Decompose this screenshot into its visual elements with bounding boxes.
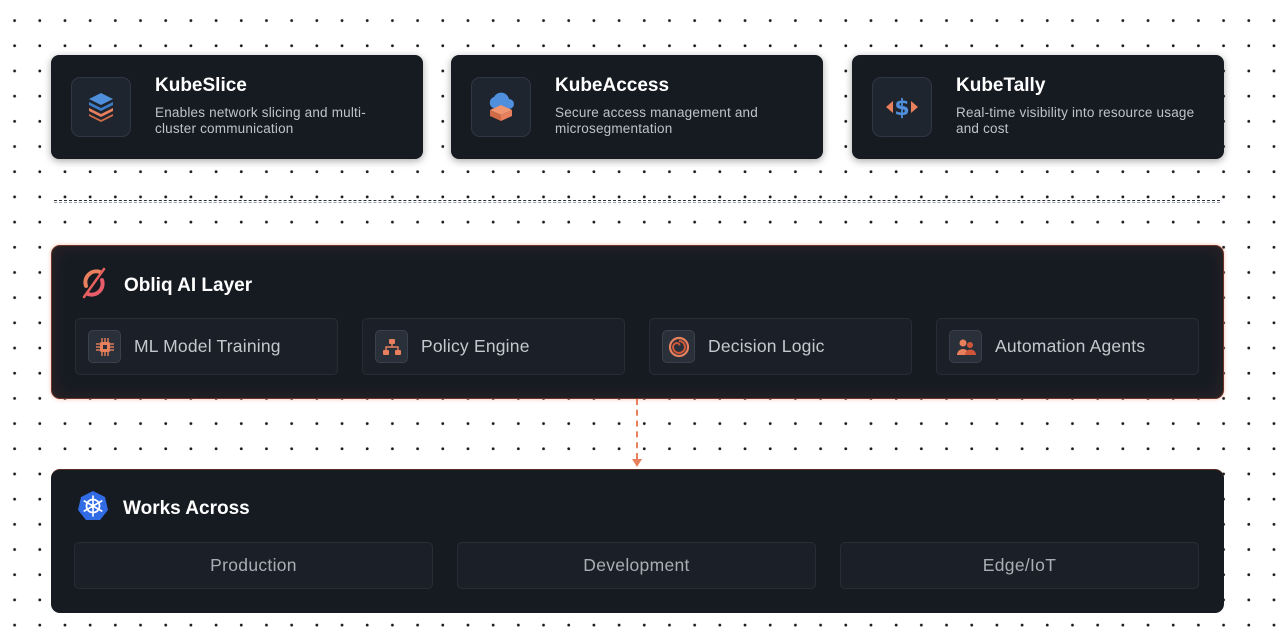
flow-connector [636, 399, 638, 459]
kubeslice-card[interactable]: KubeSlice Enables network slicing and mu… [51, 55, 423, 159]
card-title: KubeTally [956, 75, 1046, 96]
obliq-logo-icon [78, 266, 110, 305]
module-automation-agents[interactable]: Automation Agents [936, 318, 1199, 375]
module-label: ML Model Training [134, 336, 281, 356]
svg-text:$: $ [894, 96, 909, 121]
card-description: Enables network slicing and multi-cluste… [155, 105, 366, 136]
module-ml-model-training[interactable]: ML Model Training [75, 318, 338, 375]
card-title: KubeAccess [555, 75, 670, 96]
card-title: KubeSlice [155, 75, 247, 96]
chip-icon [88, 330, 121, 363]
users-icon [949, 330, 982, 363]
cloud-box-icon [471, 77, 531, 137]
module-policy-engine[interactable]: Policy Engine [362, 318, 625, 375]
kubernetes-icon [77, 490, 109, 527]
env-edge-iot[interactable]: Edge/IoT [840, 542, 1199, 589]
env-development[interactable]: Development [457, 542, 816, 589]
works-across-header: Works Across [77, 490, 250, 527]
card-description: Real-time visibility into resource usage… [956, 105, 1195, 136]
ai-layer-header: Obliq AI Layer [78, 266, 252, 305]
dollar-icon: $ [872, 77, 932, 137]
hierarchy-icon [375, 330, 408, 363]
module-decision-logic[interactable]: Decision Logic [649, 318, 912, 375]
layers-icon [71, 77, 131, 137]
works-across-title: Works Across [123, 497, 250, 519]
kubetally-card[interactable]: $ KubeTally Real-time visibility into re… [852, 55, 1224, 159]
card-description: Secure access management and microsegmen… [555, 105, 758, 136]
arrow-down-icon [632, 459, 642, 467]
env-production[interactable]: Production [74, 542, 433, 589]
module-label: Decision Logic [708, 336, 825, 356]
kubeaccess-card[interactable]: KubeAccess Secure access management and … [451, 55, 823, 159]
works-across-panel: Works Across Production Development Edge… [51, 469, 1224, 613]
divider-line [54, 200, 1220, 201]
spiral-icon [662, 330, 695, 363]
module-label: Policy Engine [421, 336, 530, 356]
module-label: Automation Agents [995, 336, 1146, 356]
ai-layer-panel: Obliq AI Layer ML Model Training [51, 245, 1224, 399]
divider-line [54, 202, 1220, 203]
ai-layer-title: Obliq AI Layer [124, 274, 253, 296]
